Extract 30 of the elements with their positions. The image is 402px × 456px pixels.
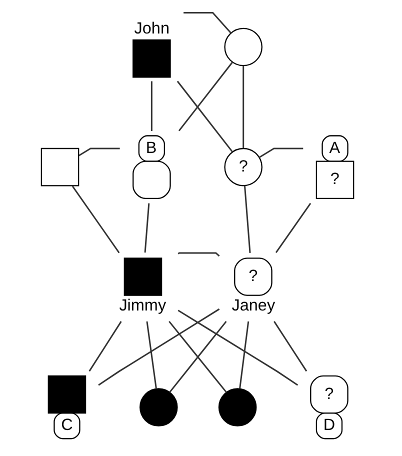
node-label: C: [61, 416, 73, 434]
connector: [178, 62, 234, 132]
node-label: Jimmy: [119, 296, 166, 315]
connector: [184, 12, 232, 34]
node-circle: [218, 388, 257, 426]
node-label: D: [323, 416, 336, 434]
connector: [178, 252, 220, 257]
connector: [150, 81, 152, 131]
connector: [258, 148, 304, 158]
connector: [176, 80, 233, 152]
node-label: John: [134, 19, 170, 38]
node-label: Janey: [232, 296, 276, 315]
node-circle: ?: [224, 148, 262, 186]
node-label: B: [146, 138, 157, 157]
connector: [275, 202, 312, 253]
connector: [239, 321, 250, 389]
connector: [72, 186, 120, 254]
node-circle: [224, 28, 262, 66]
connector: [146, 321, 158, 389]
connector: [274, 321, 308, 372]
node-label: A: [329, 138, 340, 157]
connector: [242, 66, 244, 148]
node-circle: [140, 388, 178, 426]
connector: [78, 148, 120, 156]
node-box: [40, 148, 80, 186]
connector: [98, 308, 220, 386]
connector: [178, 310, 298, 386]
connector: [144, 203, 150, 253]
connector: [244, 186, 251, 253]
connector: [88, 321, 122, 372]
